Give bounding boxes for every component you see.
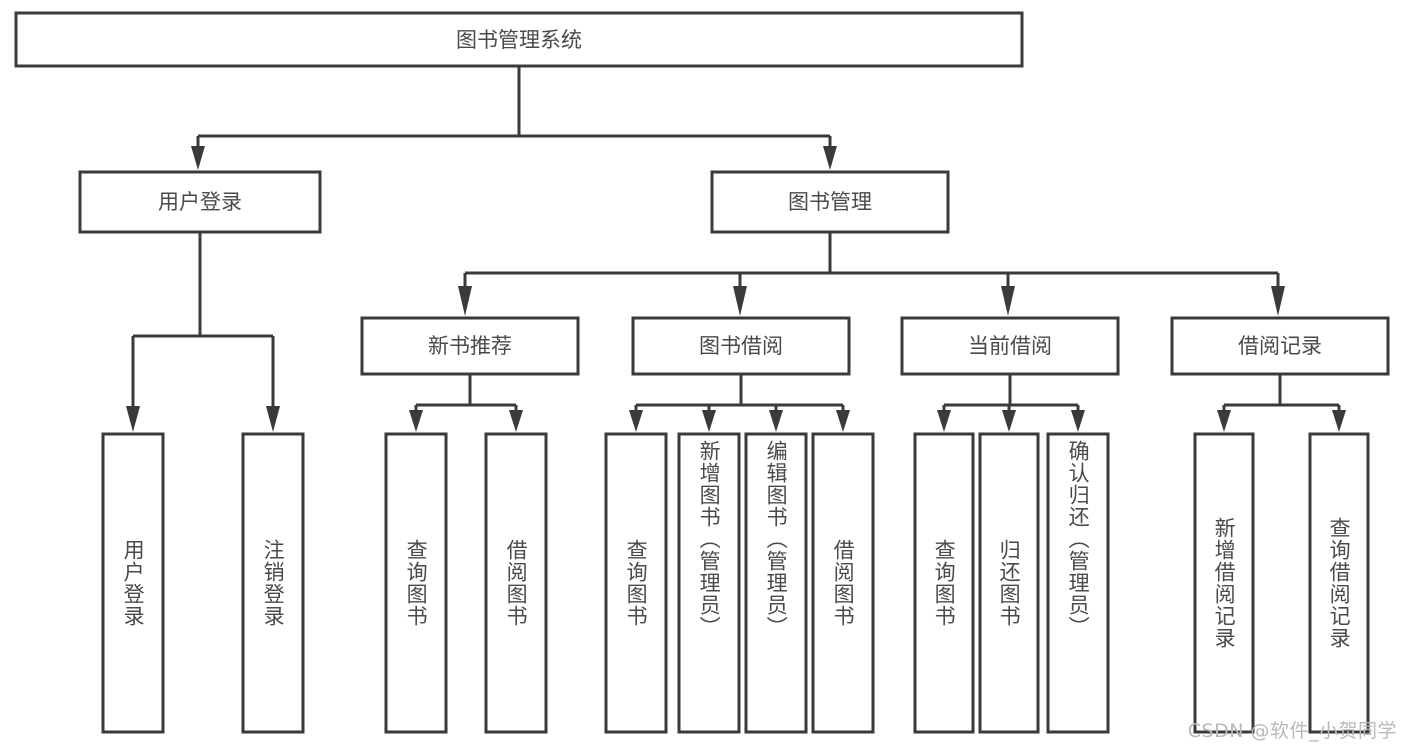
node-leaf-query-book-rec-box[interactable]: [384, 432, 448, 734]
node-root[interactable]: 图书管理系统: [14, 11, 1024, 68]
node-leaf-add-borrow-record-box[interactable]: [1193, 432, 1255, 734]
arrow-head-leaf-borrow-book: [836, 410, 850, 432]
arrow-head-leaf-user-logout: [266, 406, 280, 432]
connector-group-root: [191, 66, 837, 170]
node-root-label: 图书管理系统: [456, 28, 582, 52]
leaf-boxes: [101, 432, 1370, 734]
node-leaf-add-book-box[interactable]: [677, 432, 741, 734]
node-leaf-query-book-cur-box[interactable]: [913, 432, 975, 734]
arrow-head-leaf-query-book-rec: [409, 410, 423, 432]
arrow-head-leaf-edit-book: [769, 410, 783, 432]
arrow-head-user-login: [191, 146, 205, 170]
connector-group-book-borrow: [629, 374, 850, 432]
node-book-manage-label: 图书管理: [788, 190, 872, 214]
node-book-borrow[interactable]: 图书借阅: [631, 316, 851, 376]
node-new-book-recommend[interactable]: 新书推荐: [360, 316, 580, 376]
arrow-head-leaf-add-book: [702, 410, 716, 432]
node-book-manage-box[interactable]: [710, 170, 950, 234]
node-borrow-record[interactable]: 借阅记录: [1170, 316, 1390, 376]
node-current-borrow[interactable]: 当前借阅: [900, 316, 1120, 376]
arrow-head-leaf-borrow-book-rec: [509, 410, 523, 432]
node-root-box[interactable]: [14, 11, 1024, 68]
arrow-head-borrow-record: [1271, 286, 1285, 316]
node-current-borrow-label: 当前借阅: [968, 334, 1052, 358]
node-leaf-edit-book-box[interactable]: [744, 432, 808, 734]
node-book-borrow-label: 图书借阅: [699, 334, 783, 358]
node-leaf-user-logout-box[interactable]: [241, 432, 305, 734]
arrow-head-leaf-query-book-cur: [937, 410, 951, 432]
arrow-head-leaf-query-borrow-record: [1332, 410, 1346, 432]
arrow-head-book-borrow: [733, 286, 747, 316]
arrow-head-book-manage: [823, 146, 837, 170]
node-user-login[interactable]: 用户登录: [78, 170, 322, 234]
connector-group-user-login: [126, 232, 280, 432]
node-new-book-recommend-box[interactable]: [360, 316, 580, 376]
arrow-head-new-book-recommend: [458, 286, 472, 316]
node-leaf-borrow-book-box[interactable]: [811, 432, 875, 734]
node-leaf-return-book-box[interactable]: [978, 432, 1040, 734]
node-borrow-record-box[interactable]: [1170, 316, 1390, 376]
arrow-head-leaf-confirm-return: [1071, 410, 1085, 432]
node-book-borrow-box[interactable]: [631, 316, 851, 376]
node-leaf-query-book-borrow-box[interactable]: [604, 432, 668, 734]
node-leaf-confirm-return-box[interactable]: [1046, 432, 1110, 734]
watermark-text: CSDN @软件_小贺同学: [1187, 720, 1397, 742]
node-current-borrow-box[interactable]: [900, 316, 1120, 376]
arrow-head-leaf-user-login: [126, 406, 140, 432]
node-new-book-recommend-label: 新书推荐: [428, 334, 512, 358]
node-leaf-user-login-box[interactable]: [101, 432, 165, 734]
node-borrow-record-label: 借阅记录: [1238, 334, 1322, 358]
connector-group-borrow-record: [1217, 374, 1346, 432]
connector-group-book-manage: [458, 232, 1285, 316]
arrow-head-leaf-query-book-borrow: [629, 410, 643, 432]
node-user-login-box[interactable]: [78, 170, 322, 234]
node-book-manage[interactable]: 图书管理: [710, 170, 950, 234]
connector-group-current-borrow: [937, 374, 1085, 432]
node-leaf-query-borrow-record-box[interactable]: [1308, 432, 1370, 734]
node-user-login-label: 用户登录: [158, 190, 242, 214]
node-leaf-borrow-book-rec-box[interactable]: [484, 432, 548, 734]
arrow-head-leaf-add-borrow-record: [1217, 410, 1231, 432]
connector-group-new-book-recommend: [409, 374, 523, 432]
arrow-head-leaf-return-book: [1002, 410, 1016, 432]
arrow-head-current-borrow: [1001, 286, 1015, 316]
